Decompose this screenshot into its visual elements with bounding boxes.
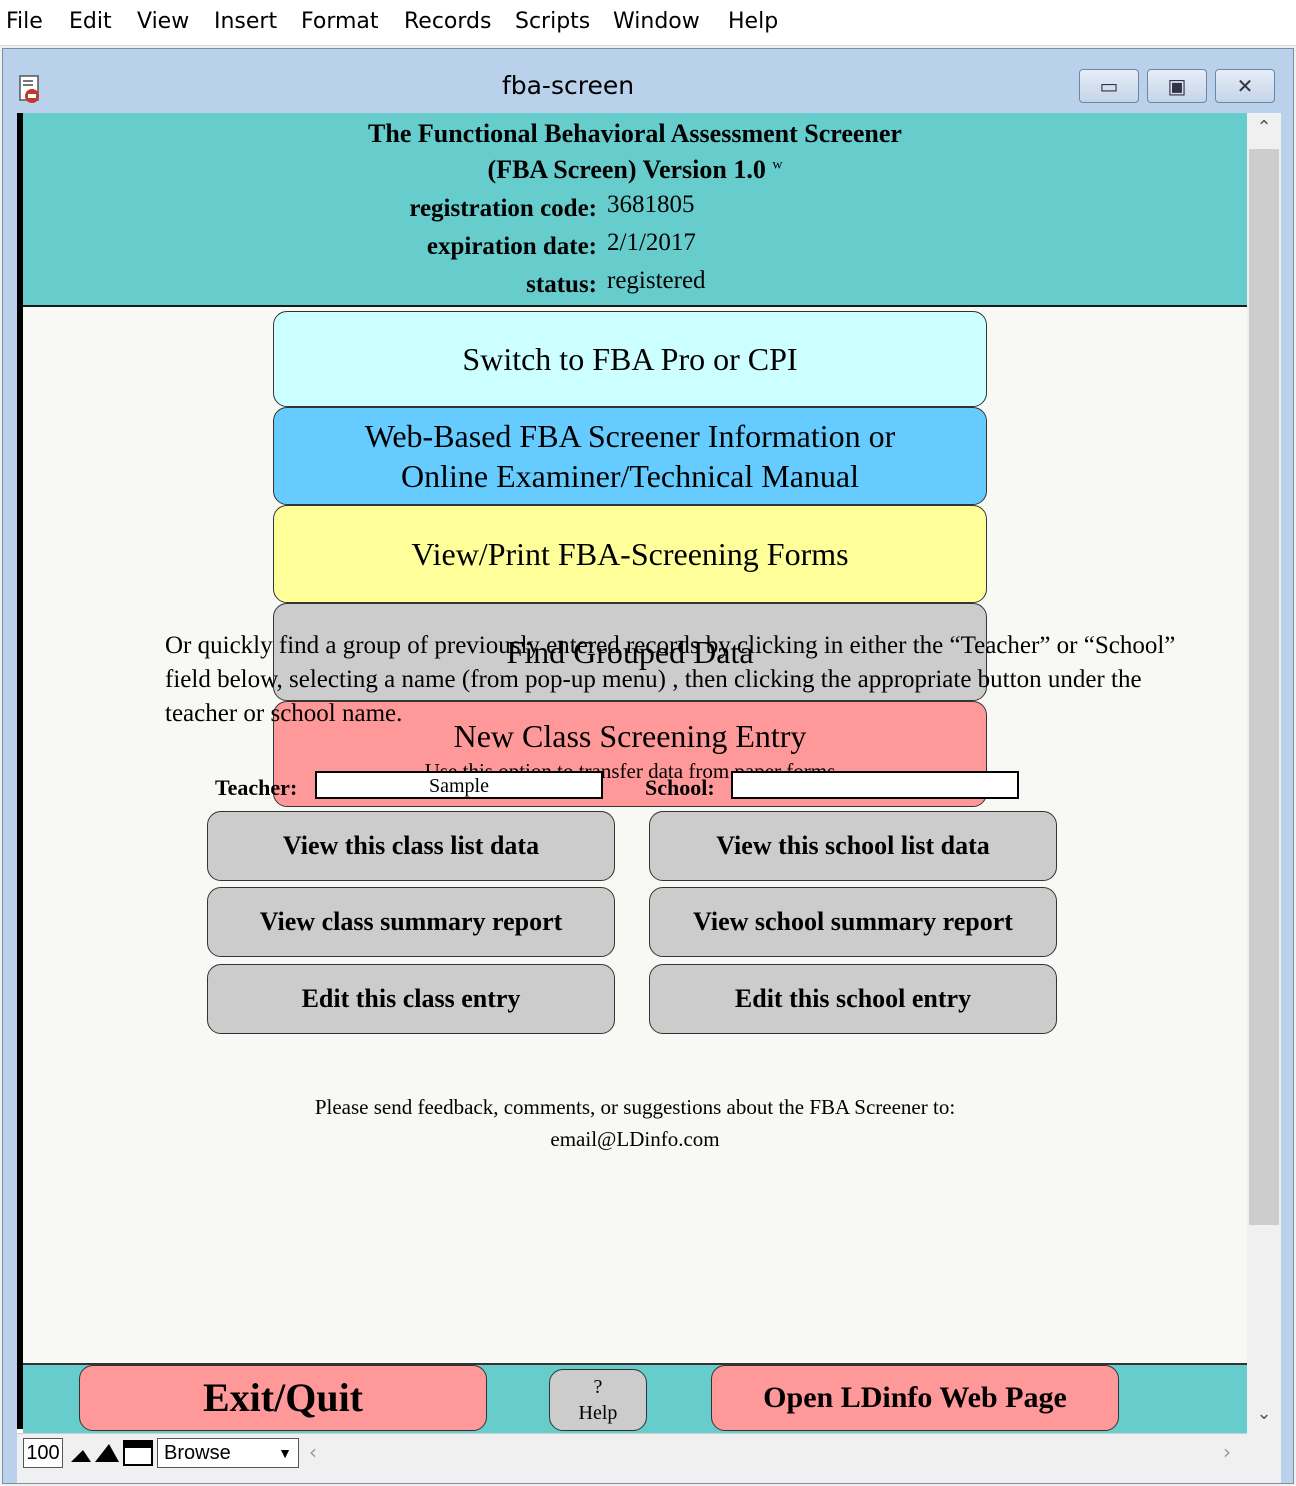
exit-quit-button[interactable]: Exit/Quit — [79, 1365, 487, 1431]
restore-button[interactable]: ▣ — [1147, 69, 1207, 103]
help-question-icon: ? — [593, 1376, 603, 1398]
mode-select[interactable]: Browse ▼ — [157, 1438, 299, 1468]
status-value: registered — [607, 267, 706, 294]
scroll-down-icon[interactable]: ⌄ — [1256, 1403, 1272, 1424]
web-info-label-1: Web-Based FBA Screener Information or — [364, 418, 896, 454]
minimize-icon: ▭ — [1099, 74, 1119, 98]
document-icon — [19, 75, 39, 103]
expiration-label: expiration date: — [426, 233, 597, 260]
find-grouped-data-button[interactable]: Find Grouped Data — [273, 603, 987, 701]
view-print-forms-button[interactable]: View/Print FBA-Screening Forms — [273, 505, 987, 603]
app-title-line2: (FBA Screen) Version 1.0 w — [23, 155, 1247, 185]
menu-records[interactable]: Records — [404, 9, 492, 34]
feedback-line: Please send feedback, comments, or sugge… — [314, 1095, 956, 1119]
help-label: Help — [578, 1402, 618, 1424]
app-title-line1: The Functional Behavioral Assessment Scr… — [368, 119, 902, 148]
chevron-down-icon: ▼ — [278, 1445, 292, 1461]
view-school-summary-button[interactable]: View school summary report — [649, 887, 1057, 957]
switch-to-pro-button[interactable]: Switch to FBA Pro or CPI — [273, 311, 987, 407]
school-label: School: — [645, 775, 715, 800]
version-text: (FBA Screen) Version 1.0 — [487, 155, 766, 184]
new-class-entry-label: New Class Screening Entry — [453, 718, 807, 754]
status-area-toggle-icon[interactable] — [123, 1440, 153, 1466]
window-title: fba-screen — [501, 71, 635, 100]
zoom-mountain-icon — [71, 1444, 119, 1462]
web-info-button[interactable]: Web-Based FBA Screener Information or On… — [273, 407, 987, 505]
open-web-page-button[interactable]: Open LDinfo Web Page — [711, 1365, 1119, 1431]
view-class-summary-button[interactable]: View class summary report — [207, 887, 615, 957]
view-school-list-button[interactable]: View this school list data — [649, 811, 1057, 881]
vertical-scrollbar[interactable]: ⌃ ⌄ — [1247, 113, 1281, 1483]
edit-school-entry-button[interactable]: Edit this school entry — [649, 964, 1057, 1034]
expiration-row: expiration date: 2/1/2017 — [23, 229, 1247, 265]
menu-view[interactable]: View — [137, 9, 190, 34]
registration-value: 3681805 — [607, 191, 695, 218]
main-panel: Switch to FBA Pro or CPI Web-Based FBA S… — [23, 307, 1247, 1363]
minimize-button[interactable]: ▭ — [1079, 69, 1139, 103]
status-bar: 100 Browse ▼ ‹ › — [17, 1433, 1247, 1483]
menu-file[interactable]: File — [6, 9, 43, 34]
feedback-email[interactable]: email@LDinfo.com — [550, 1127, 720, 1151]
version-superscript: w — [772, 157, 783, 173]
feedback-text: Please send feedback, comments, or sugge… — [23, 1091, 1247, 1155]
teacher-field[interactable]: Sample — [315, 771, 603, 799]
title-bar[interactable]: fba-screen ▭ ▣ ✕ — [3, 49, 1293, 113]
close-icon: ✕ — [1236, 74, 1254, 98]
scroll-thumb[interactable] — [1249, 149, 1279, 1225]
zoom-icons[interactable] — [69, 1440, 119, 1466]
status-row: status: registered — [23, 267, 1247, 303]
menu-insert[interactable]: Insert — [214, 9, 278, 34]
registration-row: registration code: 3681805 — [23, 191, 1247, 227]
scroll-up-icon[interactable]: ⌃ — [1256, 117, 1272, 138]
menu-help[interactable]: Help — [728, 9, 779, 34]
zoom-level[interactable]: 100 — [23, 1438, 63, 1468]
web-info-label-2: Online Examiner/Technical Manual — [400, 458, 860, 494]
teacher-label: Teacher: — [215, 775, 298, 800]
layout-area: The Functional Behavioral Assessment Scr… — [17, 113, 1281, 1483]
menu-scripts[interactable]: Scripts — [515, 9, 591, 34]
header-panel: The Functional Behavioral Assessment Scr… — [23, 113, 1247, 307]
registration-label: registration code: — [409, 195, 597, 222]
footer-panel: Exit/Quit ? Help Open LDinfo Web Page — [23, 1363, 1247, 1433]
expiration-value: 2/1/2017 — [607, 229, 696, 256]
view-print-forms-label: View/Print FBA-Screening Forms — [411, 536, 849, 572]
menu-edit[interactable]: Edit — [69, 9, 112, 34]
menu-bar: File Edit View Insert Format Records Scr… — [0, 0, 1296, 46]
instructions-text: Or quickly find a group of previously en… — [165, 632, 1176, 727]
view-class-list-button[interactable]: View this class list data — [207, 811, 615, 881]
switch-to-pro-label: Switch to FBA Pro or CPI — [462, 341, 798, 377]
menu-window[interactable]: Window — [613, 9, 700, 34]
restore-icon: ▣ — [1167, 74, 1187, 98]
school-field[interactable] — [731, 771, 1019, 799]
close-button[interactable]: ✕ — [1215, 69, 1275, 103]
mode-value: Browse — [164, 1442, 231, 1464]
help-button[interactable]: ? Help — [549, 1369, 647, 1431]
status-label: status: — [526, 271, 597, 298]
scroll-left-icon[interactable]: ‹ — [309, 1440, 317, 1464]
scroll-right-icon[interactable]: › — [1223, 1440, 1231, 1464]
edit-class-entry-button[interactable]: Edit this class entry — [207, 964, 615, 1034]
menu-format[interactable]: Format — [301, 9, 379, 34]
left-border — [17, 113, 23, 1429]
document-window: fba-screen ▭ ▣ ✕ The Functional Behavior… — [2, 48, 1294, 1484]
find-grouped-data-label: Find Grouped Data — [506, 634, 754, 670]
